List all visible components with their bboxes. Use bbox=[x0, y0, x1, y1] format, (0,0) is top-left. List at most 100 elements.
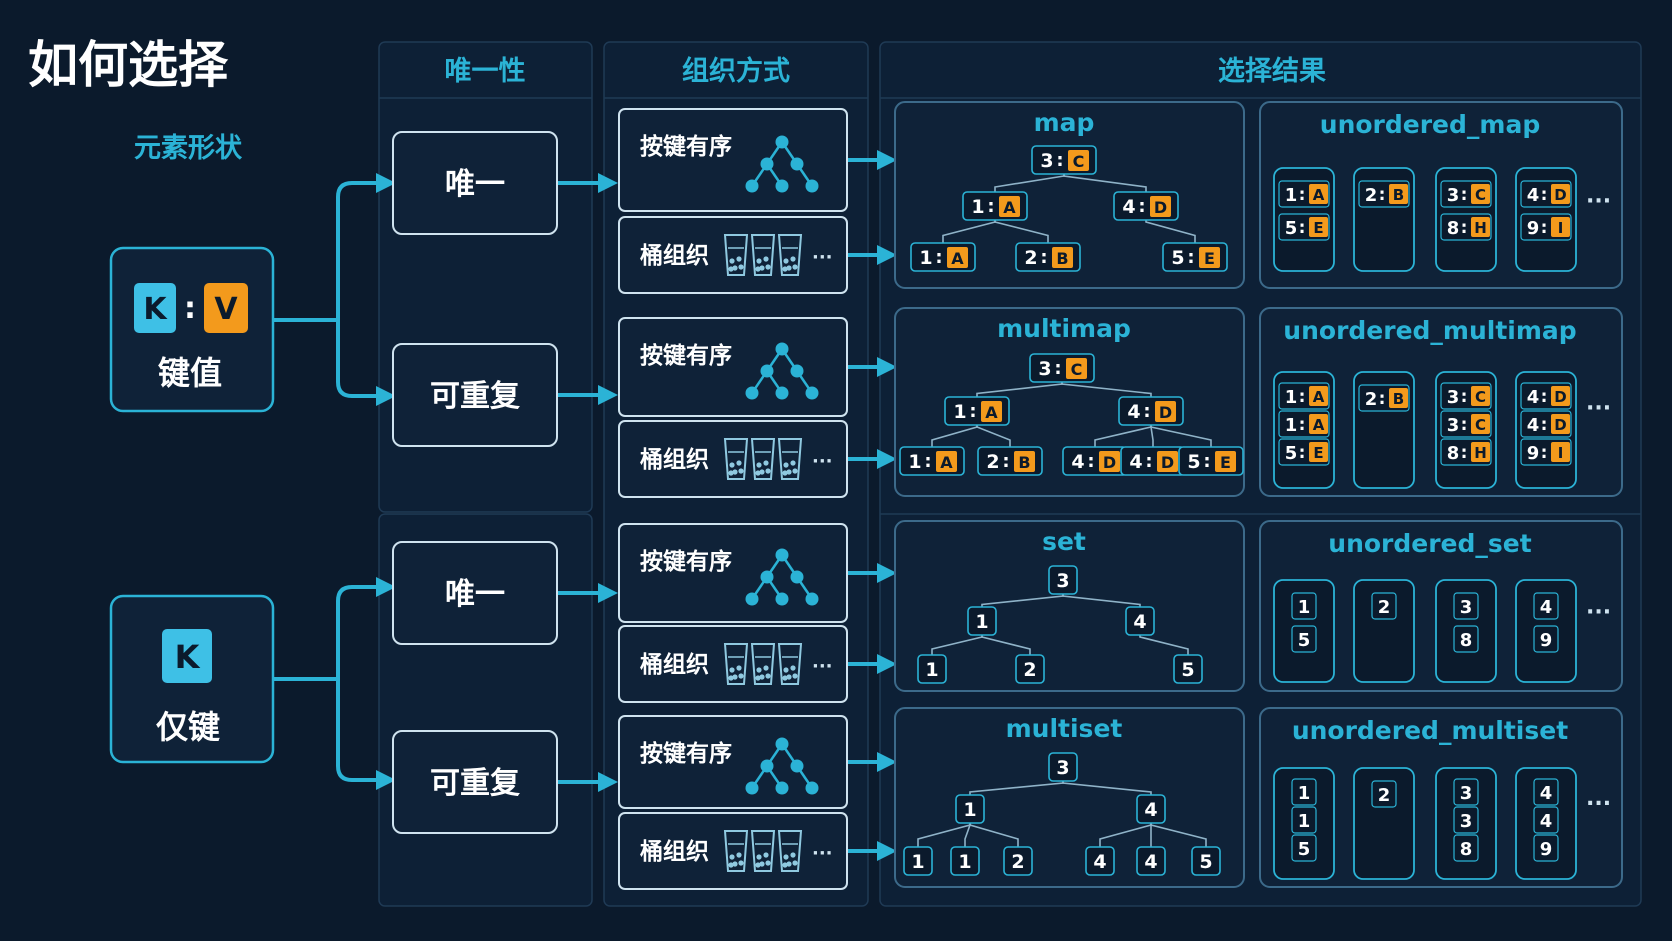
org-label: 桶组织 bbox=[640, 242, 709, 269]
column-header-organization: 组织方式 bbox=[682, 55, 790, 87]
key-chip bbox=[134, 283, 176, 333]
entry-key: 8 bbox=[1447, 443, 1460, 464]
tree-edge bbox=[1150, 425, 1212, 447]
node-value: E bbox=[1204, 249, 1215, 268]
node-sep: : bbox=[1054, 358, 1061, 379]
tree-node: 1:A bbox=[899, 446, 965, 476]
entry-key: 5 bbox=[1285, 218, 1298, 239]
entry-sep: : bbox=[1461, 218, 1468, 238]
entry-key: 5 bbox=[1285, 443, 1298, 464]
hash-ellipsis: ··· bbox=[1586, 792, 1611, 817]
tree-node: 1:A bbox=[962, 191, 1028, 221]
hash-bucket: 449 bbox=[1515, 767, 1577, 880]
node-sep: : bbox=[969, 401, 976, 422]
entry-sep: : bbox=[1299, 387, 1306, 407]
node-value: B bbox=[1018, 453, 1030, 472]
node-key: 5 bbox=[1171, 247, 1184, 269]
entry-sep: : bbox=[1461, 415, 1468, 435]
hash-bucket: 2: B bbox=[1353, 371, 1415, 489]
tree-node: 5:E bbox=[1178, 446, 1244, 476]
entry-value: B bbox=[1393, 390, 1404, 408]
branch-arrow bbox=[336, 577, 396, 679]
entry-key: 4 bbox=[1540, 783, 1553, 804]
node-key: 1 bbox=[953, 401, 966, 423]
entry-key: 3 bbox=[1447, 387, 1460, 408]
hash-bucket: 1:A1:A5:E bbox=[1273, 371, 1335, 489]
node-value: A bbox=[985, 403, 998, 422]
result-name: map bbox=[1034, 108, 1095, 137]
result-name: unordered_map bbox=[1320, 110, 1540, 139]
uniqueness-label: 可重复 bbox=[430, 379, 520, 414]
tree-node: 1 bbox=[950, 846, 980, 876]
entry-key: 3 bbox=[1460, 597, 1473, 618]
entry-key: 1 bbox=[1285, 415, 1298, 436]
node-key: 5 bbox=[1199, 851, 1212, 873]
result-name: unordered_set bbox=[1328, 529, 1531, 558]
entry-sep: : bbox=[1299, 185, 1306, 205]
tree-node: 1 bbox=[955, 794, 985, 824]
entry-value: I bbox=[1558, 444, 1564, 462]
hash-bucket: 338 bbox=[1435, 767, 1497, 880]
org-bucket: 桶组织··· bbox=[618, 812, 848, 890]
uniqueness-label: 可重复 bbox=[430, 766, 520, 801]
uniqueness-option: 可重复 bbox=[392, 730, 558, 834]
branch-arrow bbox=[336, 320, 396, 406]
hash-bucket: 2:B bbox=[1353, 167, 1415, 272]
entry-sep: : bbox=[1299, 415, 1306, 435]
tree-node: 3 bbox=[1048, 752, 1078, 782]
tree-node: 4 bbox=[1136, 794, 1166, 824]
bucket-ellipsis: ··· bbox=[812, 843, 833, 864]
tree-node: 2:B bbox=[1015, 242, 1081, 272]
entry-sep: : bbox=[1379, 389, 1386, 409]
tree-node: 4:D bbox=[1113, 191, 1179, 221]
entry-key: 2 bbox=[1365, 389, 1378, 410]
node-sep: : bbox=[1143, 401, 1150, 422]
entry-sep: : bbox=[1299, 218, 1306, 238]
node-key: 4 bbox=[1127, 401, 1140, 423]
tree-node: 5 bbox=[1191, 846, 1221, 876]
entry-value: B bbox=[1393, 186, 1404, 204]
node-value: B bbox=[1056, 249, 1068, 268]
tree-node: 3 bbox=[1048, 565, 1078, 595]
entry-key: 4 bbox=[1527, 387, 1540, 408]
node-key: 5 bbox=[1187, 451, 1200, 473]
entry-key: 1 bbox=[1298, 783, 1311, 804]
hash-bucket: 2 bbox=[1353, 767, 1415, 880]
node-sep: : bbox=[1187, 247, 1194, 268]
org-label: 按键有序 bbox=[640, 342, 732, 369]
node-key: 4 bbox=[1133, 611, 1146, 633]
entry-sep: : bbox=[1461, 387, 1468, 407]
result-name: multimap bbox=[997, 314, 1131, 343]
node-key: 1 bbox=[908, 451, 921, 473]
node-key: 4 bbox=[1122, 196, 1135, 218]
tree-edge bbox=[976, 425, 1011, 447]
entry-value: E bbox=[1313, 219, 1323, 237]
tree-node: 4:D bbox=[1118, 396, 1184, 426]
entry-key: 8 bbox=[1447, 218, 1460, 239]
page-title: 如何选择 bbox=[28, 36, 229, 94]
entry-value: H bbox=[1474, 219, 1487, 237]
tree-node: 1 bbox=[967, 606, 997, 636]
column-header-result: 选择结果 bbox=[1218, 56, 1326, 87]
value-chip-label: V bbox=[214, 292, 238, 327]
entry-value: E bbox=[1313, 444, 1323, 462]
entry-key: 4 bbox=[1540, 811, 1553, 832]
tree-node: 4:D bbox=[1062, 446, 1128, 476]
node-key: 3 bbox=[1056, 570, 1069, 592]
entry-value: D bbox=[1554, 416, 1566, 434]
entry-sep: : bbox=[1299, 443, 1306, 463]
branch-arrow bbox=[336, 173, 396, 320]
entry-key: 4 bbox=[1527, 415, 1540, 436]
hash-bucket: 4:D9:I bbox=[1515, 167, 1577, 272]
uniqueness-label: 唯一 bbox=[445, 167, 505, 202]
uniqueness-option: 唯一 bbox=[392, 541, 558, 645]
